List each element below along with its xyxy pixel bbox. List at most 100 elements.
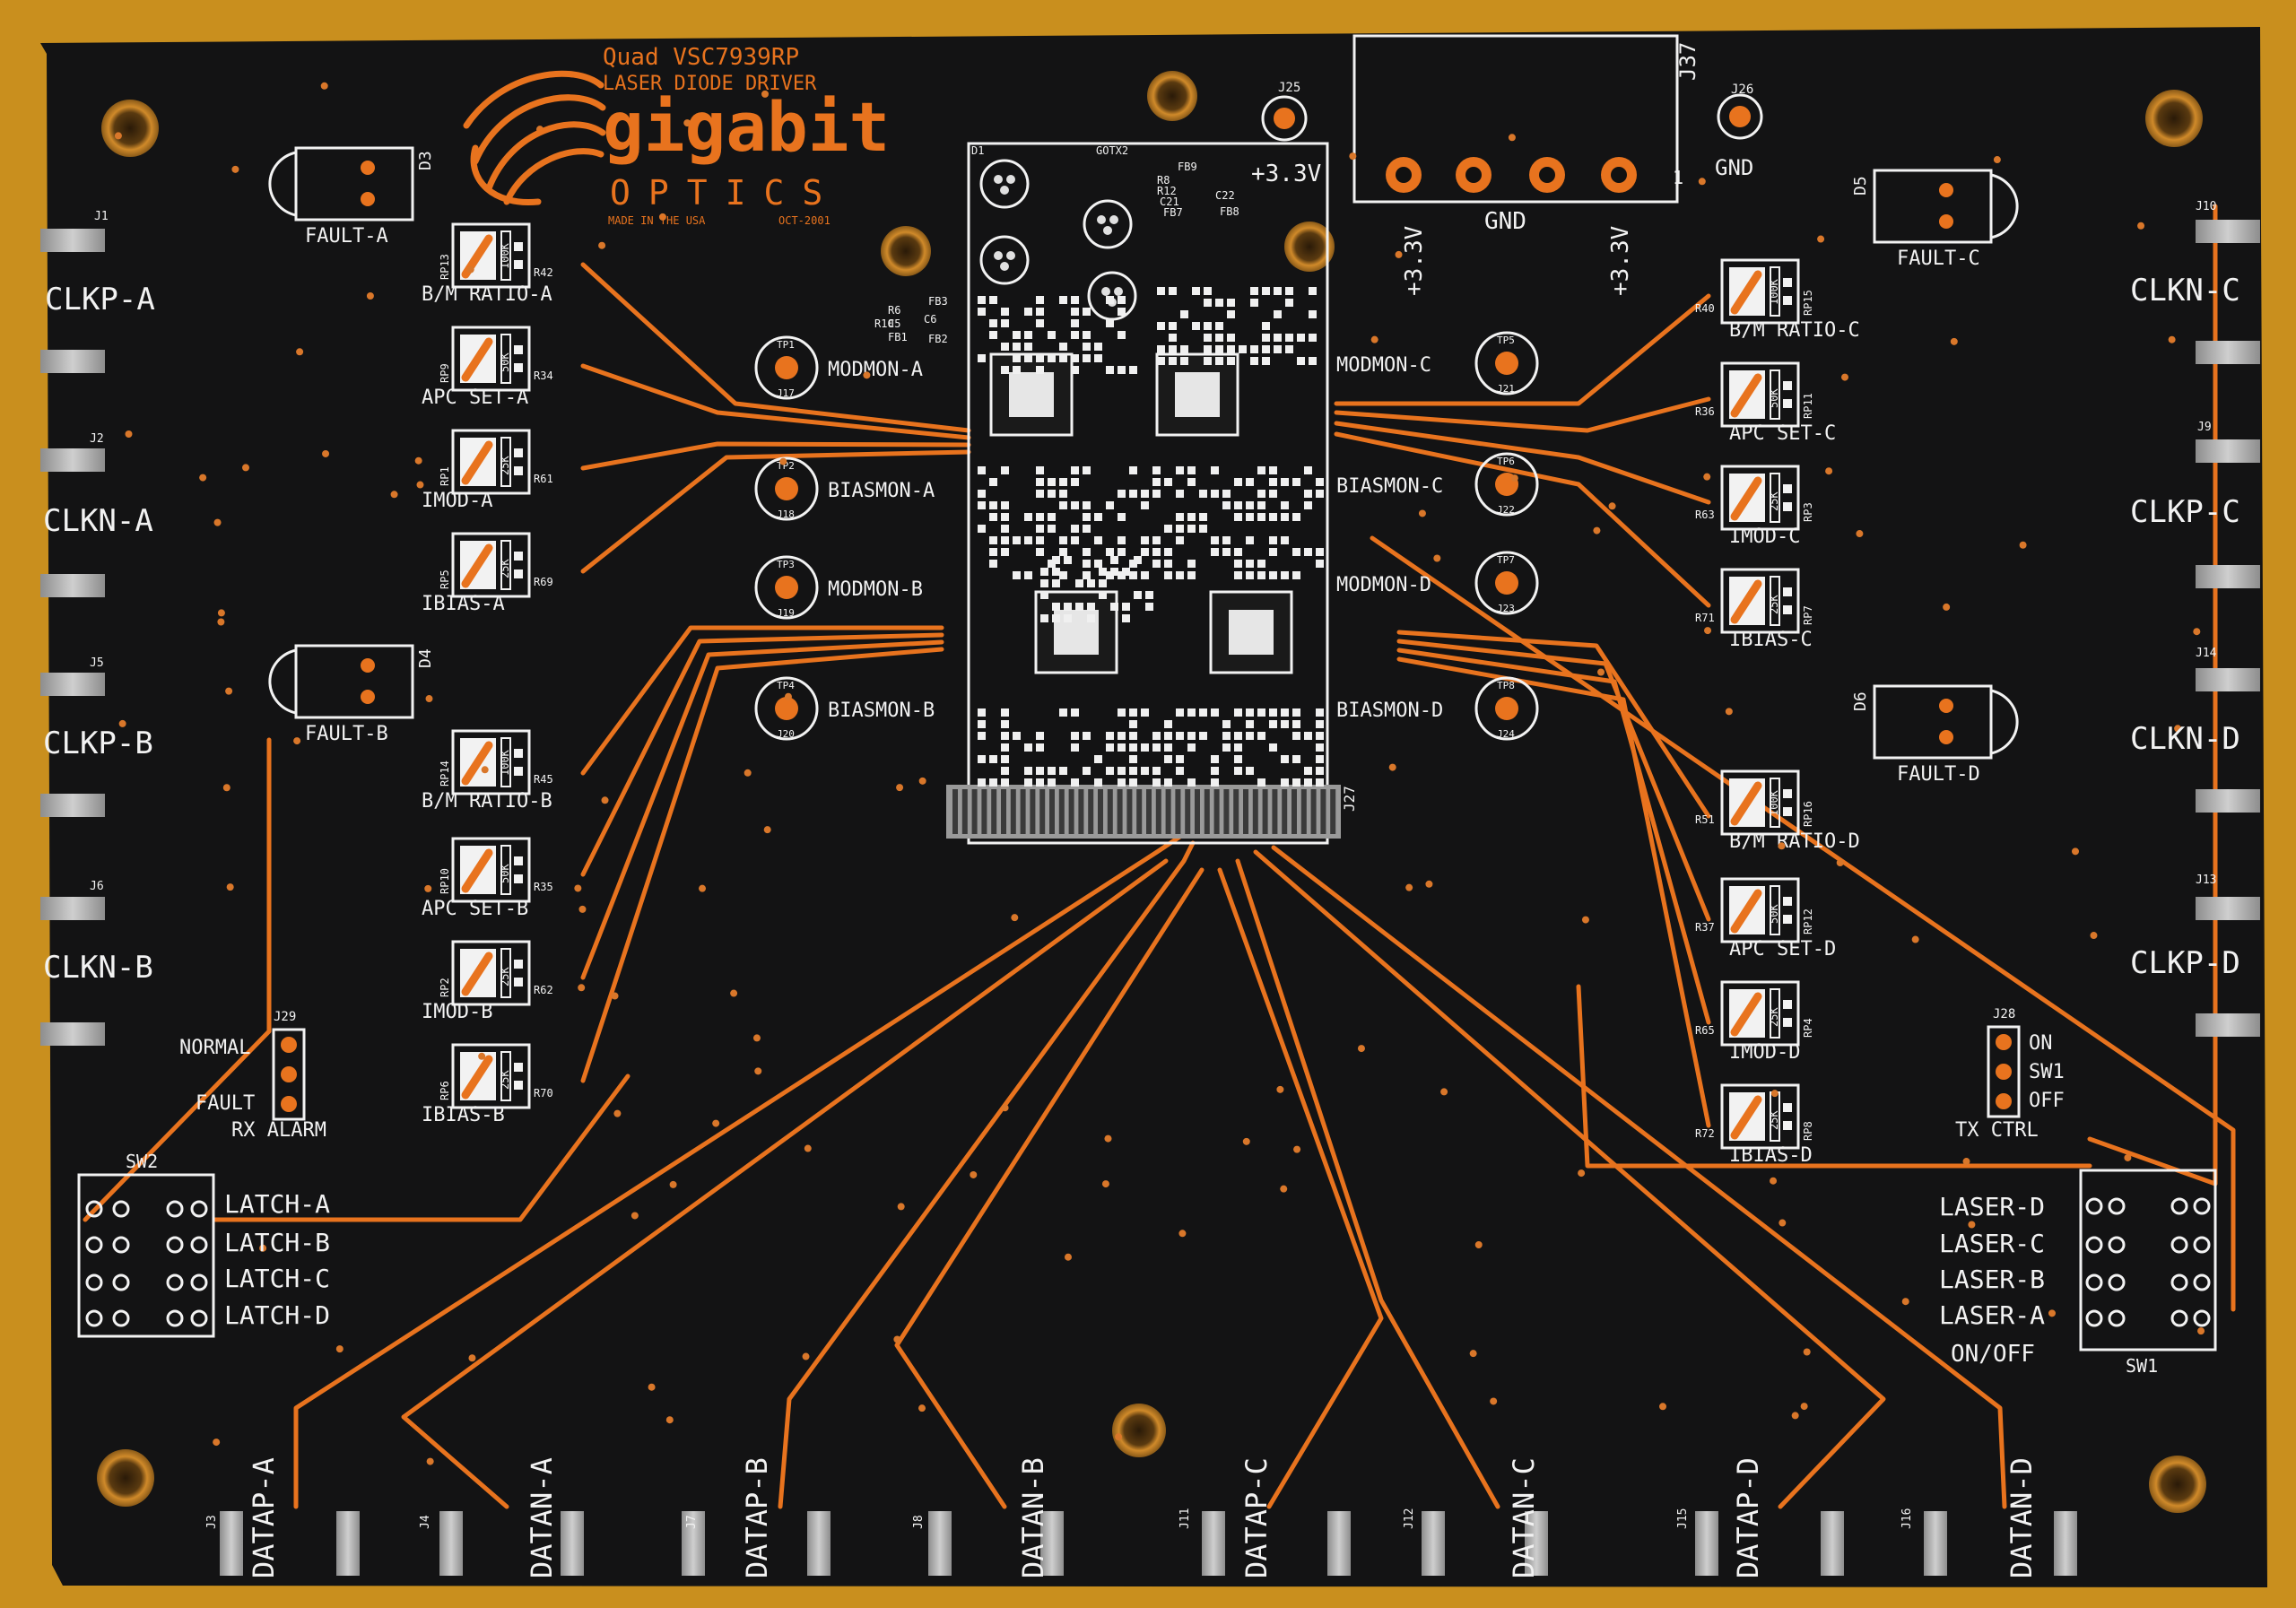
sw2-dip-switch[interactable]: SW2 LATCH-A LATCH-B LATCH-C LATCH-D <box>77 1151 330 1338</box>
smd-pad <box>1071 366 1079 374</box>
edge-ref: J12 <box>1403 1508 1416 1529</box>
power-labels: J25 +3.3V J26 GND 1 J37 +3.3V GND +3.3V <box>1251 42 1753 296</box>
smd-pad <box>1052 556 1060 564</box>
smd-pad <box>1309 310 1317 318</box>
edge-ref: J13 <box>2196 874 2216 887</box>
smd-pad <box>1083 343 1091 351</box>
smd-pad <box>1001 343 1009 351</box>
header-label-33a: +3.3V <box>1401 226 1428 296</box>
smd-pad <box>1013 366 1021 374</box>
smd-pad <box>1106 743 1114 752</box>
switch-pin <box>85 1273 103 1291</box>
edge-pad <box>40 350 105 373</box>
smd-pad <box>1187 778 1196 787</box>
via <box>744 769 752 777</box>
smd-pad <box>1071 501 1079 509</box>
smd-pad <box>1269 478 1277 486</box>
smd-pad <box>1048 490 1056 498</box>
clk-label: CLKN-A <box>43 503 153 539</box>
smd-pad <box>1192 322 1200 330</box>
comb-finger <box>1272 789 1278 834</box>
edge-ref: J5 <box>90 656 104 670</box>
clk-label: CLKP-B <box>43 726 153 761</box>
smd-pad <box>1157 345 1165 353</box>
smd-pad <box>1316 767 1324 775</box>
off-label: OFF <box>2029 1090 2065 1112</box>
edge-pad <box>40 1022 105 1046</box>
smd-pad <box>1118 743 1126 752</box>
smd-pad <box>1059 767 1067 775</box>
smd-pad <box>1024 778 1032 787</box>
tp-j: J19 <box>777 607 795 619</box>
smd-pad <box>1048 478 1056 486</box>
smd-pad <box>1075 603 1083 611</box>
smd-pad <box>978 490 986 498</box>
via <box>1242 1137 1250 1145</box>
pot-ref: RP10 <box>439 868 451 894</box>
smd-pad <box>1246 571 1254 579</box>
via <box>863 371 871 379</box>
smd-pad <box>1036 778 1044 787</box>
via <box>1770 1090 1779 1098</box>
edge-ref: J11 <box>1178 1508 1192 1529</box>
smd-pad <box>1129 767 1137 775</box>
via <box>1440 1088 1448 1096</box>
via <box>1593 526 1601 535</box>
edge-ref: J1 <box>94 210 109 223</box>
smd-pad <box>1129 778 1137 787</box>
smd-pad <box>1118 732 1126 740</box>
sw1-dip-switch[interactable]: SW1 LASER-D LASER-C LASER-B LASER-A ON/O… <box>1939 1169 2217 1377</box>
smd-pad <box>1199 490 1207 498</box>
smd-pad <box>1292 548 1300 556</box>
comb-finger <box>1213 789 1220 834</box>
via <box>466 265 474 274</box>
via <box>481 766 489 774</box>
edge-pad <box>2196 220 2260 243</box>
smd-pad <box>1176 755 1184 763</box>
smd-pad <box>1001 743 1009 752</box>
comb-finger <box>1243 789 1248 834</box>
smd-pad <box>1292 755 1300 763</box>
smd-pad <box>1036 319 1044 327</box>
smd-pad <box>1036 536 1044 544</box>
smd-pad <box>1145 603 1153 611</box>
led-ref: D3 <box>416 151 435 170</box>
smd-pad <box>1071 778 1079 787</box>
smd-pad <box>1211 708 1219 717</box>
via <box>468 1354 476 1362</box>
pot-value: 50K <box>499 864 511 883</box>
switch-pin <box>190 1309 208 1327</box>
pot-value: 50K <box>1768 904 1780 924</box>
smd-pad <box>1250 357 1258 365</box>
smd-pad <box>1118 571 1126 579</box>
smd-pad <box>1192 287 1200 295</box>
data-label: DATAN-B <box>1016 1457 1050 1578</box>
logo-swoosh-icon <box>463 70 606 206</box>
mount-hole <box>1284 222 1335 272</box>
switch-pin <box>190 1273 208 1291</box>
